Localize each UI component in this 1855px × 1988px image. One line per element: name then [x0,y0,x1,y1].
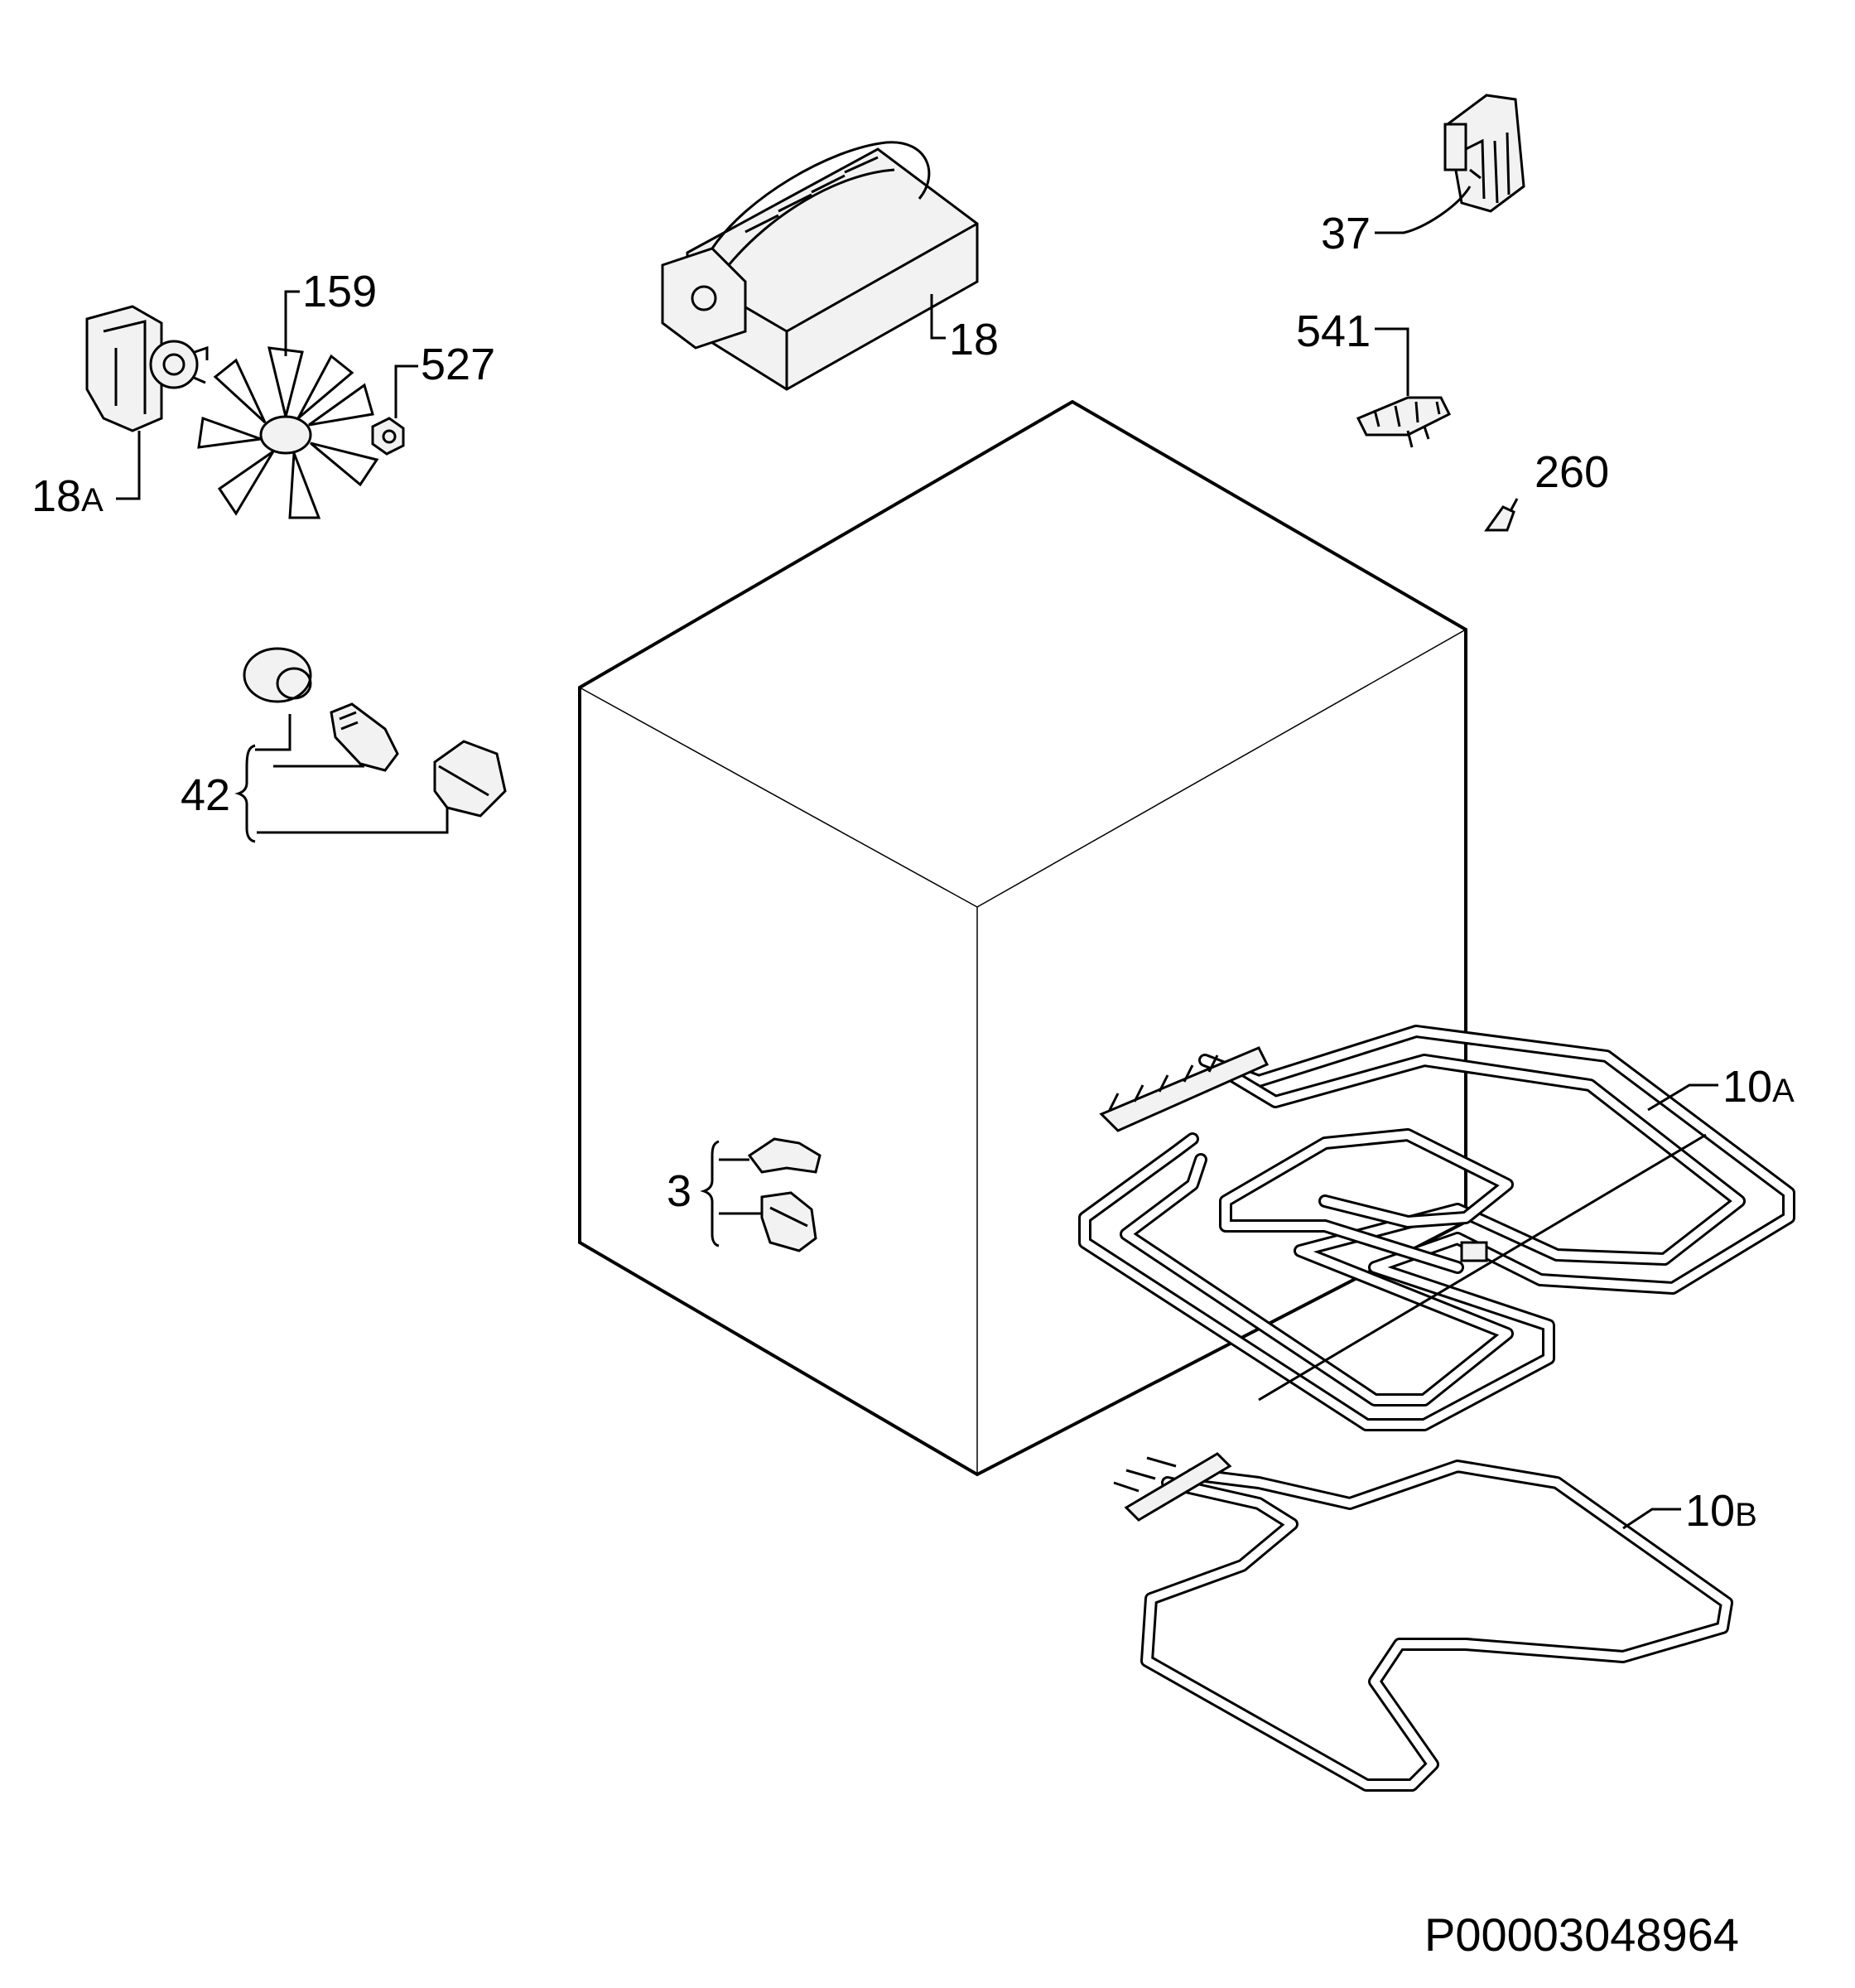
thermostat-part [747,1137,822,1252]
callout-3: 3 [667,1166,691,1216]
grill-element-part [1078,1025,1795,1431]
leader-260 [1510,498,1519,510]
callout-37: 37 [1321,209,1371,258]
oven-lamp-part [243,647,507,818]
fan-blade-part [197,346,379,519]
callout-18: 18 [949,315,999,364]
callout-260: 260 [1535,447,1609,497]
fan-motor-part [85,305,209,432]
document-code: P00003048964 [1424,1908,1739,1961]
callout-10a: 10A [1722,1062,1795,1112]
leader-10b [1622,1508,1681,1530]
tangential-fan-part [661,141,979,391]
leader-18 [930,294,946,340]
callout-527: 527 [421,340,495,389]
oven-cavity-box [578,399,1467,1477]
leader-18a [116,431,141,500]
bottom-element-part [1113,1452,1733,1792]
door-switch-part [1443,94,1525,213]
bracket-42 [234,714,449,843]
leader-159 [284,290,300,356]
clip-part [1484,505,1515,532]
terminal-block-part [1356,396,1452,448]
callout-541: 541 [1296,306,1371,356]
leader-10a [1647,1083,1718,1112]
callout-10b: 10B [1685,1486,1757,1536]
callout-18a: 18A [31,471,104,521]
leader-541 [1375,327,1409,396]
leader-527 [394,364,418,418]
callout-159: 159 [302,267,377,316]
callout-42: 42 [181,770,230,820]
bracket-3 [700,1140,762,1247]
fan-nut-part [371,417,405,456]
leader-37 [1375,186,1472,234]
